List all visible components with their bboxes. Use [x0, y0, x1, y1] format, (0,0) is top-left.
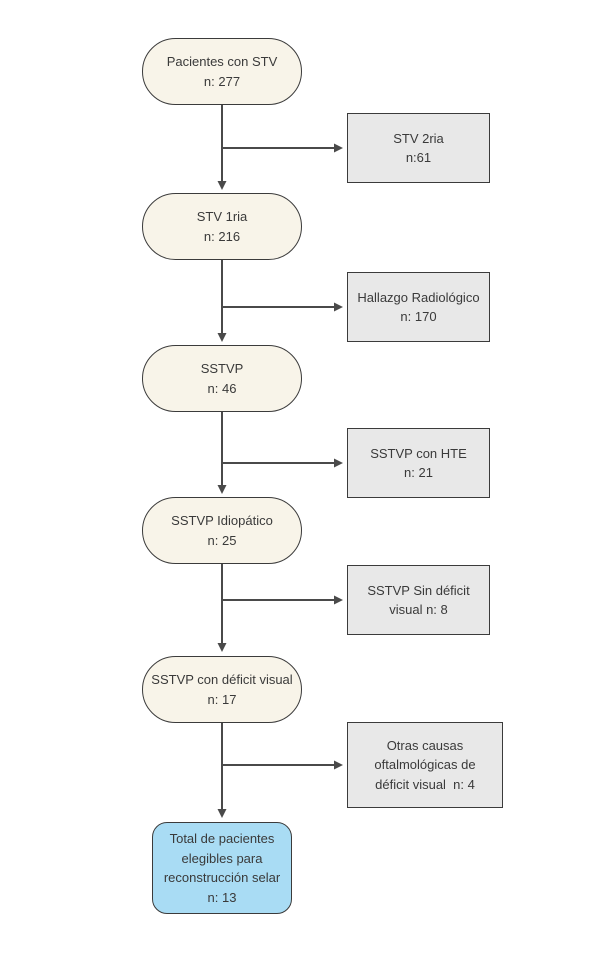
node-sstvp: SSTVP n: 46 [142, 345, 302, 412]
node-pacientes-con-stv: Pacientes con STV n: 277 [142, 38, 302, 105]
node-sstvp-sin-deficit-visual: SSTVP Sin déficit visual n: 8 [347, 565, 490, 635]
node-sstvp-con-deficit-visual: SSTVP con déficit visual n: 17 [142, 656, 302, 723]
node-sstvp-idiopatico: SSTVP Idiopático n: 25 [142, 497, 302, 564]
node-otras-causas-oftalmologicas: Otras causas oftalmológicas de déficit v… [347, 722, 503, 808]
node-hallazgo-radiologico: Hallazgo Radiológico n: 170 [347, 272, 490, 342]
node-stv-2ria: STV 2ria n:61 [347, 113, 490, 183]
node-sstvp-con-hte: SSTVP con HTE n: 21 [347, 428, 490, 498]
node-stv-1ria: STV 1ria n: 216 [142, 193, 302, 260]
node-total-elegibles: Total de pacientes elegibles para recons… [152, 822, 292, 914]
